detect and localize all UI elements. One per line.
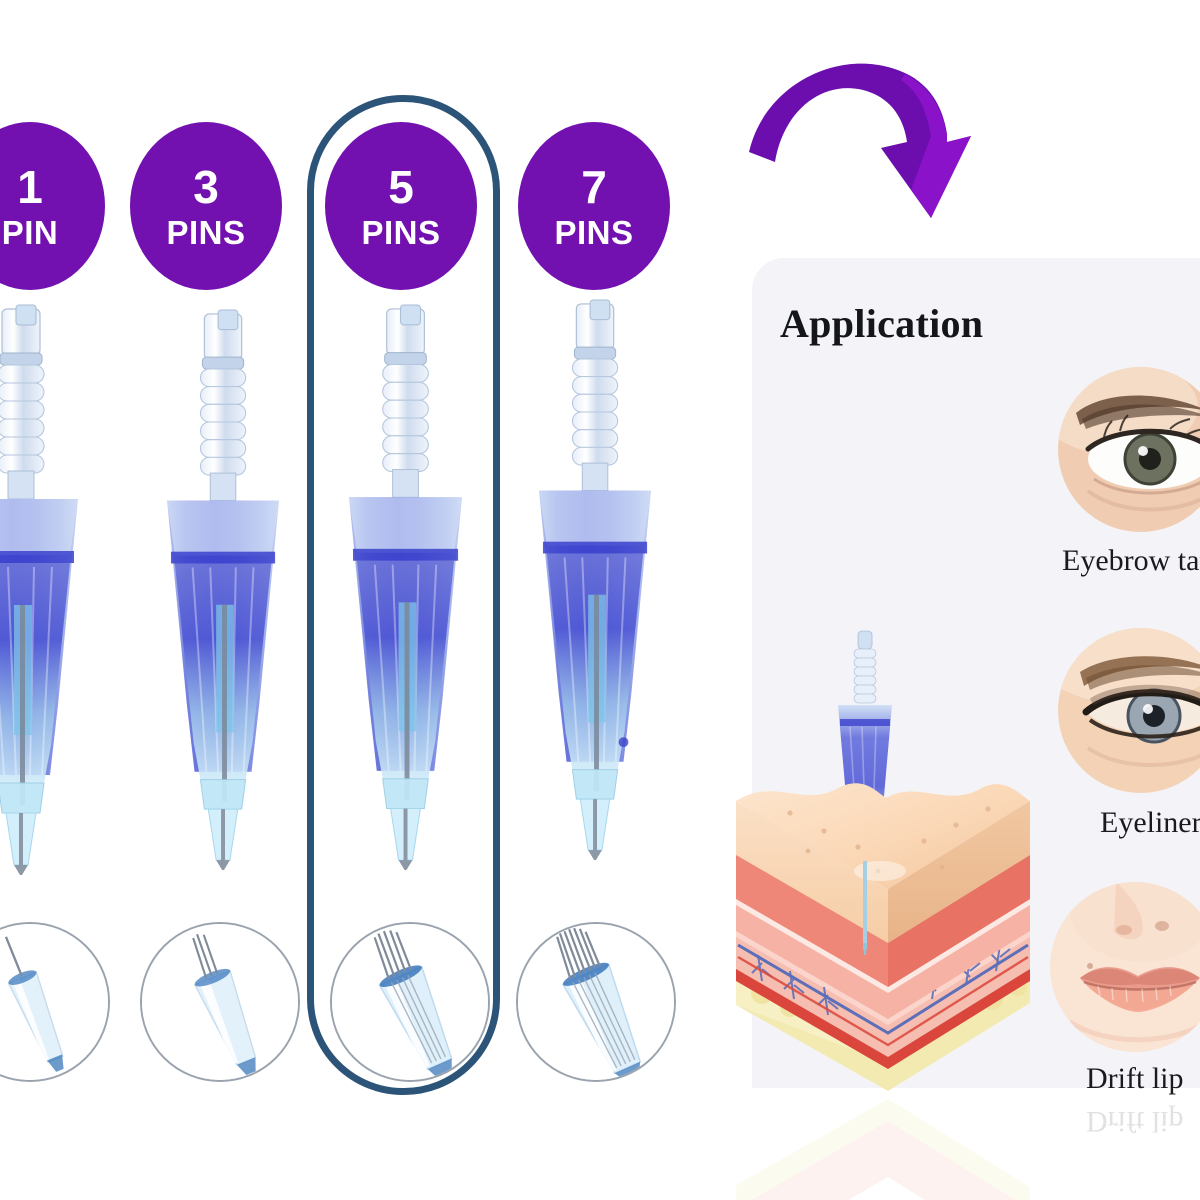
pin-badge-3[interactable]: 3 PINS — [130, 122, 282, 290]
application-label-eyebrow: Eyebrow tat — [1062, 544, 1200, 577]
pin-badge-5-unit: PINS — [361, 213, 441, 251]
pin-badge-1[interactable]: 1 PIN — [0, 122, 105, 290]
curved-arrow-icon — [735, 30, 985, 250]
pin-badge-7-unit: PINS — [554, 213, 634, 251]
application-label-lips-reflection: Drift lip — [1086, 1105, 1184, 1138]
needle-closeup-3-pin[interactable] — [140, 922, 300, 1082]
application-photo-eyebrow[interactable] — [1058, 367, 1200, 532]
pin-badge-3-unit: PINS — [166, 213, 246, 251]
cartridge-5-pin — [320, 304, 495, 870]
pin-badge-1-unit: PIN — [1, 213, 59, 251]
needle-closeup-1-pin[interactable] — [0, 922, 110, 1082]
cartridge-3-pin — [140, 309, 310, 870]
pin-badge-3-number: 3 — [193, 160, 219, 213]
needle-closeup-7-pin[interactable] — [516, 922, 676, 1082]
cartridge-1-pin — [0, 304, 108, 875]
application-label-eyeliner: Eyeliner — [1100, 806, 1200, 839]
selected-option-highlight-frame — [307, 95, 500, 1095]
application-label-lips: Drift lip — [1086, 1062, 1184, 1095]
application-photo-eyeliner[interactable] — [1058, 628, 1200, 793]
cartridge-7-pin — [512, 299, 682, 860]
application-panel-title: Application — [780, 301, 984, 346]
skin-penetration-diagram — [728, 625, 1038, 1200]
needle-closeup-5-pin[interactable] — [330, 922, 490, 1082]
pin-badge-1-number: 1 — [17, 160, 43, 213]
pin-badge-7-number: 7 — [581, 160, 607, 213]
pin-badge-7[interactable]: 7 PINS — [518, 122, 670, 290]
